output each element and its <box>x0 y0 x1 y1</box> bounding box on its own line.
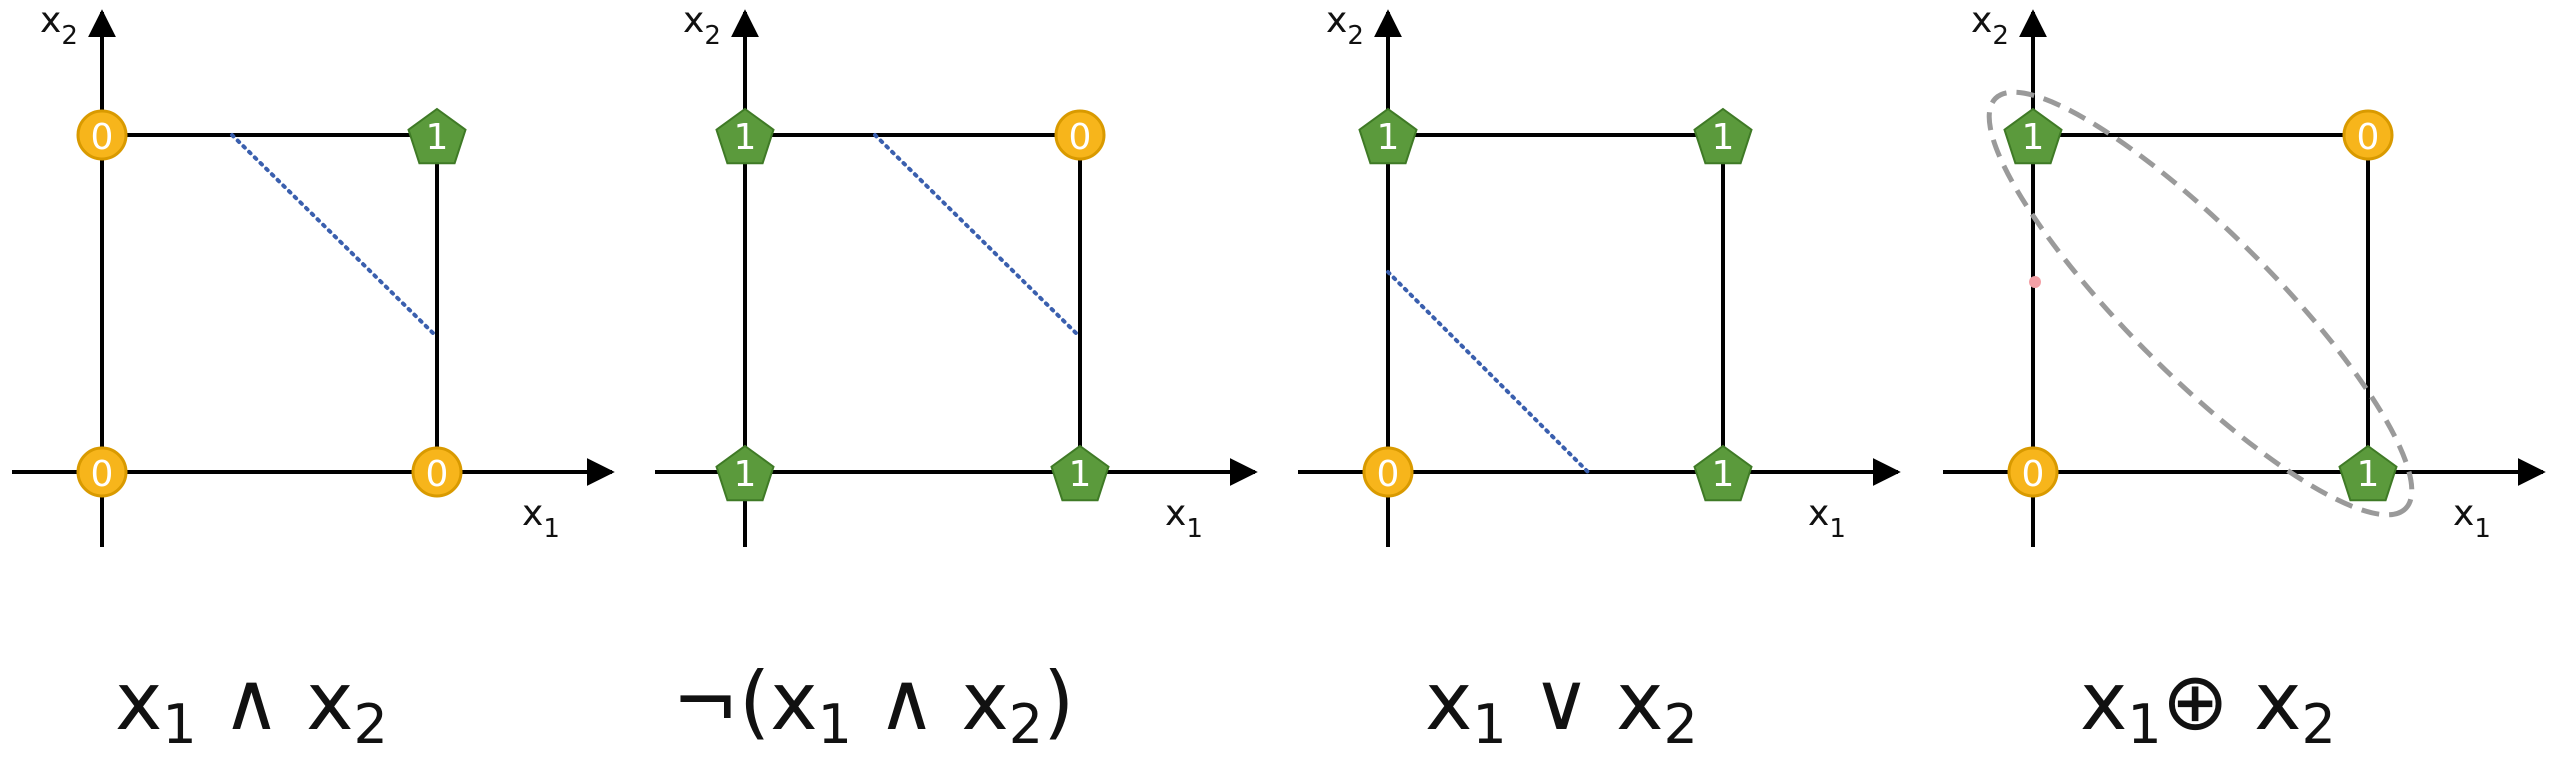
point-value-label: 0 <box>2022 454 2045 495</box>
zero-circle-marker <box>2342 109 2394 161</box>
diagram-xor: x1 x2 0 1 1 0 <box>1943 0 2546 547</box>
one-pentagon-marker <box>407 107 467 165</box>
point-value-label: 1 <box>426 117 449 158</box>
x1-axis-label: x1 <box>2453 493 2491 544</box>
x1-axis-label: x1 <box>1808 493 1846 544</box>
point-value-label: 1 <box>1712 117 1735 158</box>
point-zero-00: 0 <box>2007 446 2059 498</box>
x1-axis-label: x1 <box>522 493 560 544</box>
one-pentagon-marker <box>1693 107 1753 165</box>
point-zero-11: 0 <box>2342 109 2394 161</box>
x2-axis-label: x2 <box>1971 0 2009 51</box>
x2-axis-label: x2 <box>683 0 721 51</box>
cursor-dot <box>2029 276 2041 288</box>
formula-or: x1 ∨ x2 <box>1425 655 1698 756</box>
point-one-00: 1 <box>715 444 775 502</box>
zero-circle-marker <box>76 446 128 498</box>
separator-line <box>230 133 439 339</box>
separator-line <box>1386 270 1590 474</box>
point-one-01: 1 <box>1358 107 1418 165</box>
point-one-10: 1 <box>2338 444 2398 502</box>
formula-nand: ¬(x1 ∧ x2) <box>672 655 1075 756</box>
point-value-label: 1 <box>734 117 757 158</box>
point-value-label: 1 <box>1712 454 1735 495</box>
formula-and: x1 ∧ x2 <box>115 655 388 756</box>
x2-axis-label: x2 <box>1326 0 1364 51</box>
x1-axis-label: x1 <box>1165 493 1203 544</box>
point-value-label: 0 <box>91 117 114 158</box>
diagram-and: x1 x2 0 0 0 1 <box>12 0 615 547</box>
point-one-11: 1 <box>1693 107 1753 165</box>
one-pentagon-marker <box>2338 444 2398 502</box>
diagram-nand: x1 x2 1 1 1 0 <box>655 0 1258 547</box>
one-pentagon-marker <box>715 444 775 502</box>
point-zero-00: 0 <box>1362 446 1414 498</box>
point-value-label: 0 <box>2357 117 2380 158</box>
point-one-11: 1 <box>407 107 467 165</box>
point-one-10: 1 <box>1050 444 1110 502</box>
grouping-ellipse <box>1986 89 2415 518</box>
zero-circle-marker <box>2007 446 2059 498</box>
point-value-label: 1 <box>734 454 757 495</box>
zero-circle-marker <box>1054 109 1106 161</box>
one-pentagon-marker <box>1693 444 1753 502</box>
point-value-label: 1 <box>2357 454 2380 495</box>
zero-circle-marker <box>411 446 463 498</box>
zero-circle-marker <box>1362 446 1414 498</box>
point-value-label: 0 <box>91 454 114 495</box>
point-one-01: 1 <box>2003 107 2063 165</box>
one-pentagon-marker <box>2003 107 2063 165</box>
point-zero-00: 0 <box>76 446 128 498</box>
point-zero-10: 0 <box>411 446 463 498</box>
point-value-label: 1 <box>1377 117 1400 158</box>
diagram-or: x1 x2 0 1 1 1 <box>1298 0 1901 547</box>
point-value-label: 0 <box>1069 117 1092 158</box>
formula-xor: x1⊕ x2 <box>2080 655 2336 756</box>
point-one-10: 1 <box>1693 444 1753 502</box>
one-pentagon-marker <box>715 107 775 165</box>
one-pentagon-marker <box>1358 107 1418 165</box>
point-value-label: 1 <box>1069 454 1092 495</box>
x2-axis-label: x2 <box>40 0 78 51</box>
point-zero-11: 0 <box>1054 109 1106 161</box>
zero-circle-marker <box>76 109 128 161</box>
point-value-label: 1 <box>2022 117 2045 158</box>
separator-line <box>873 133 1082 339</box>
point-value-label: 0 <box>426 454 449 495</box>
point-zero-01: 0 <box>76 109 128 161</box>
one-pentagon-marker <box>1050 444 1110 502</box>
point-value-label: 0 <box>1377 454 1400 495</box>
point-one-01: 1 <box>715 107 775 165</box>
